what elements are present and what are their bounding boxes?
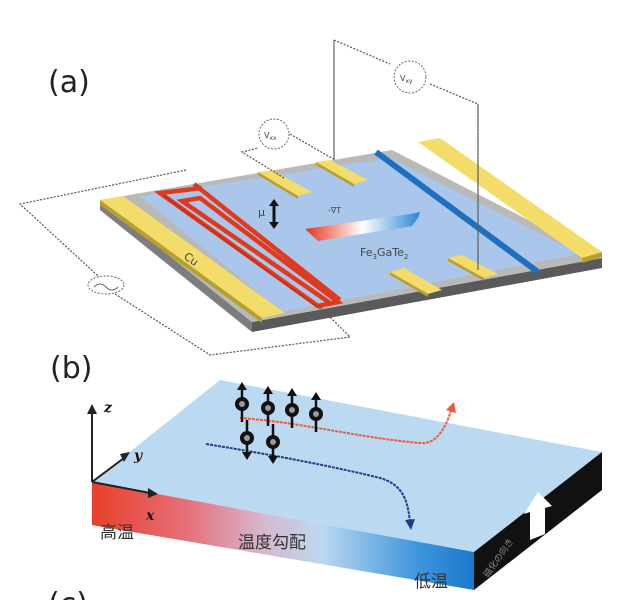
cold-stripe [374,149,540,275]
voltmeter-vxy: Vxy [393,60,427,94]
spin-down-trajectory [205,443,411,525]
axis-x-label: x [145,508,155,524]
thermal-gradient-arrow: -∇T [305,206,420,241]
pad-top-left [258,170,312,196]
cold-label: 低温 [414,572,448,592]
panel-c-label: (c) [48,587,88,600]
spin-down-particle [266,424,280,464]
up-arrow-icon [524,492,552,540]
moment-indicator: μ [258,199,279,229]
pad-top-middle [316,160,368,184]
material-label: Fe3GaTe2 [360,246,408,261]
slab-top-face [92,380,602,552]
slab-front-face [92,482,474,590]
axis-y-label: y [133,448,143,464]
mu-label: μ [258,206,265,219]
panel-b: (b) z y x [50,351,602,592]
cu-electrode-right [418,138,602,263]
pad-bottom-right [448,255,498,278]
hot-label: 高温 [100,523,134,543]
heater-meander [153,182,344,309]
fe3gate2-film [140,158,580,312]
spin-up-particle [261,386,275,426]
axis-z-label: z [103,400,113,416]
heater-meander-shade [163,195,321,310]
gradient-text: 温度勾配 [238,533,306,553]
svg-text:Vxy: Vxy [400,74,413,85]
panel-b-label: (b) [50,351,92,386]
ac-source-icon [87,275,125,295]
panel-a: (a) Cu [18,39,602,356]
spin-up-particle [309,392,323,432]
spin-down-particles [240,420,280,464]
spin-down-particle [240,420,254,460]
spin-up-particles [235,382,323,432]
wiring [18,39,479,356]
coordinate-axes: z y x [87,400,158,524]
pad-bottom-left [390,268,442,294]
spin-up-particle [285,388,299,428]
cu-electrode-left: Cu [100,196,285,323]
spin-up-particle [235,382,249,422]
voltmeter-vxx: Vxx [258,118,290,150]
panel-a-label: (a) [48,65,90,100]
gradient-label: -∇T [328,206,341,215]
temperature-gradient-arrow [162,543,398,592]
svg-text:Vxx: Vxx [264,131,277,142]
spin-up-trajectory [239,407,453,445]
